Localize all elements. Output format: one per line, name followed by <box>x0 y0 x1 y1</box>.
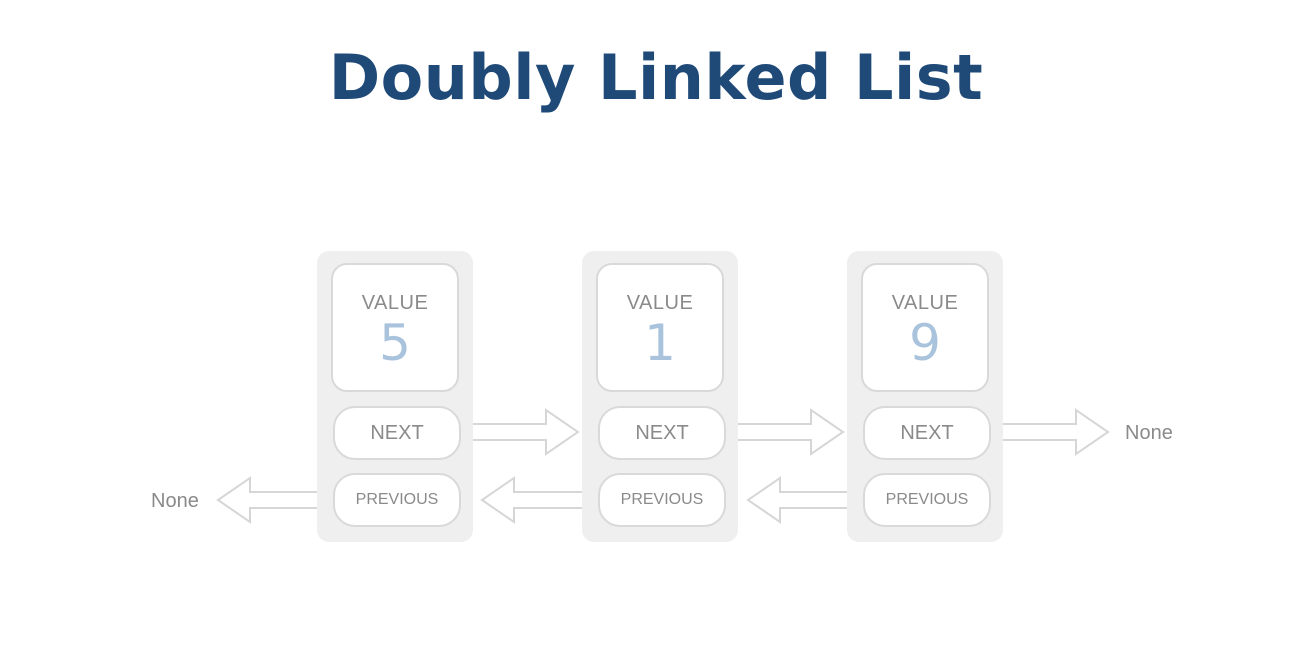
previous-pointer-cell: PREVIOUS <box>333 473 461 527</box>
value-label: VALUE <box>361 292 429 314</box>
value-cell: VALUE 5 <box>331 263 459 392</box>
node-value: 5 <box>379 314 411 372</box>
value-label: VALUE <box>626 292 694 314</box>
value-cell: VALUE 9 <box>861 263 989 392</box>
next-arrow-2 <box>722 408 845 456</box>
value-label: VALUE <box>891 292 959 314</box>
previous-pointer-cell: PREVIOUS <box>598 473 726 527</box>
list-node: VALUE 5 NEXT PREVIOUS <box>317 251 473 542</box>
list-node: VALUE 1 NEXT PREVIOUS <box>582 251 738 542</box>
node-value: 9 <box>909 314 941 372</box>
next-pointer-cell: NEXT <box>863 406 991 460</box>
none-label-tail: None <box>1125 422 1173 444</box>
value-cell: VALUE 1 <box>596 263 724 392</box>
next-arrow-1 <box>457 408 580 456</box>
next-pointer-cell: NEXT <box>333 406 461 460</box>
node-value: 1 <box>644 314 676 372</box>
none-label-head: None <box>151 490 199 512</box>
next-arrow-3 <box>987 408 1110 456</box>
previous-pointer-cell: PREVIOUS <box>863 473 991 527</box>
next-pointer-cell: NEXT <box>598 406 726 460</box>
page-title: Doubly Linked List <box>328 41 984 114</box>
list-node: VALUE 9 NEXT PREVIOUS <box>847 251 1003 542</box>
